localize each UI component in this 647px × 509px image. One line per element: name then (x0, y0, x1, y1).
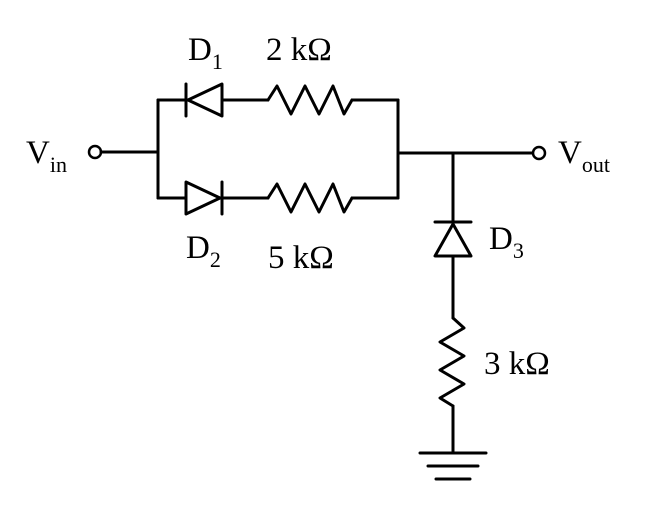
diode-d3 (433, 220, 473, 258)
resistor-3k (438, 316, 466, 408)
d2-label: D2 (186, 230, 221, 272)
diode-d1-triangle (186, 82, 224, 118)
r2-label: 5 kΩ (268, 240, 334, 276)
vout-terminal (531, 145, 547, 161)
d1-label: D1 (188, 32, 223, 74)
resistor-5k (266, 182, 354, 214)
vin-label: Vin (26, 135, 67, 177)
d3-label: D3 (489, 221, 524, 263)
vin-terminal (87, 144, 103, 160)
resistor-2k (266, 84, 354, 116)
ground-symbol (418, 451, 488, 481)
diode-d1 (184, 82, 224, 118)
diode-d2 (184, 180, 224, 216)
diode-d3-triangle (433, 222, 473, 258)
r1-label: 2 kΩ (266, 32, 332, 68)
diode-d2-triangle (184, 180, 222, 216)
r3-label: 3 kΩ (484, 346, 550, 382)
vout-label: Vout (558, 135, 610, 177)
